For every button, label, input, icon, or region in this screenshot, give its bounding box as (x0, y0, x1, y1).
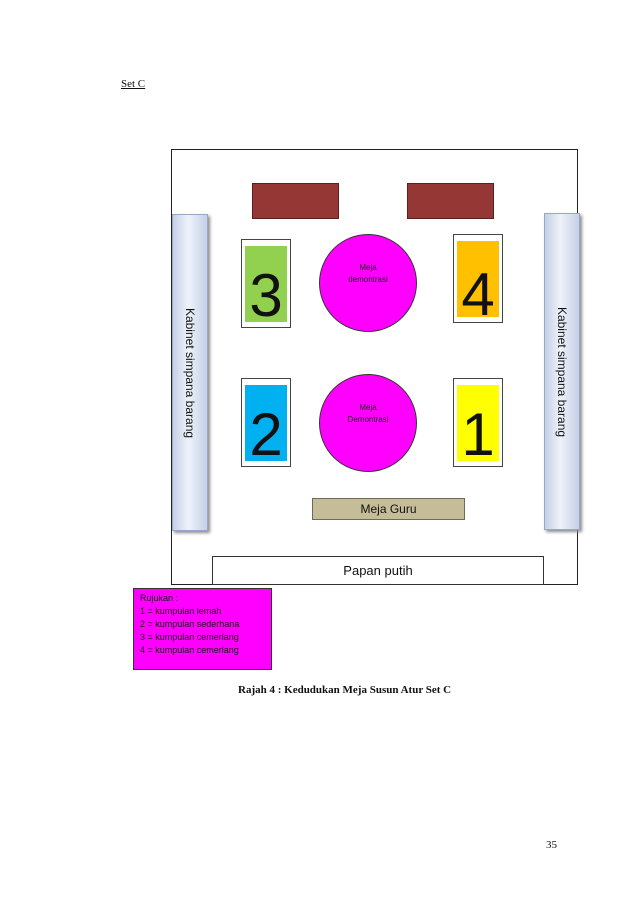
group-1-fill (457, 385, 499, 461)
group-table-1: 1 (453, 378, 503, 467)
figure-caption: Rajah 4 : Kedudukan Meja Susun Atur Set … (238, 684, 452, 696)
front-table-left (252, 183, 339, 219)
group-4-number: 4 (461, 261, 495, 328)
demo-table-top: Meja demontrasi (319, 234, 417, 332)
group-3-fill (245, 246, 287, 322)
whiteboard: Papan putih (212, 556, 544, 585)
group-2-fill (245, 385, 287, 461)
legend-item: 2 = kumpulan sederhana (140, 619, 240, 629)
group-3-number: 3 (249, 262, 283, 329)
group-2-number: 2 (249, 401, 283, 468)
group-4-fill (457, 241, 499, 317)
group-table-2: 2 (241, 378, 291, 467)
group-table-3: 3 (241, 239, 291, 328)
demo-table-bottom-line1: Meja (359, 403, 377, 412)
storage-cabinet-left: Kabinet simpana barang (172, 214, 208, 531)
teacher-table: Meja Guru (312, 498, 465, 520)
cabinet-right-label: Kabinet simpana barang (555, 306, 569, 437)
set-label: Set C (121, 78, 146, 90)
legend-title: Rujukan : (140, 593, 179, 603)
legend-item: 1 = kumpulan lemah (140, 606, 222, 616)
front-table-right (407, 183, 494, 219)
legend-item: 4 = kumpulan cemerlang (140, 645, 239, 655)
demo-table-bottom-line2: Demontrasi (347, 415, 389, 424)
group-1-number: 1 (461, 401, 495, 468)
page-number: 35 (546, 839, 557, 851)
demo-table-top-line2: demontrasi (348, 275, 388, 284)
demo-table-top-line1: Meja (359, 263, 377, 272)
group-table-4: 4 (453, 234, 503, 328)
legend-box: Rujukan : 1 = kumpulan lemah 2 = kumpula… (133, 588, 272, 670)
cabinet-left-label: Kabinet simpana barang (183, 307, 197, 438)
legend-item: 3 = kumpulan cemerlang (140, 632, 239, 642)
demo-table-bottom: Meja Demontrasi (319, 374, 417, 472)
storage-cabinet-right: Kabinet simpana barang (544, 213, 580, 530)
